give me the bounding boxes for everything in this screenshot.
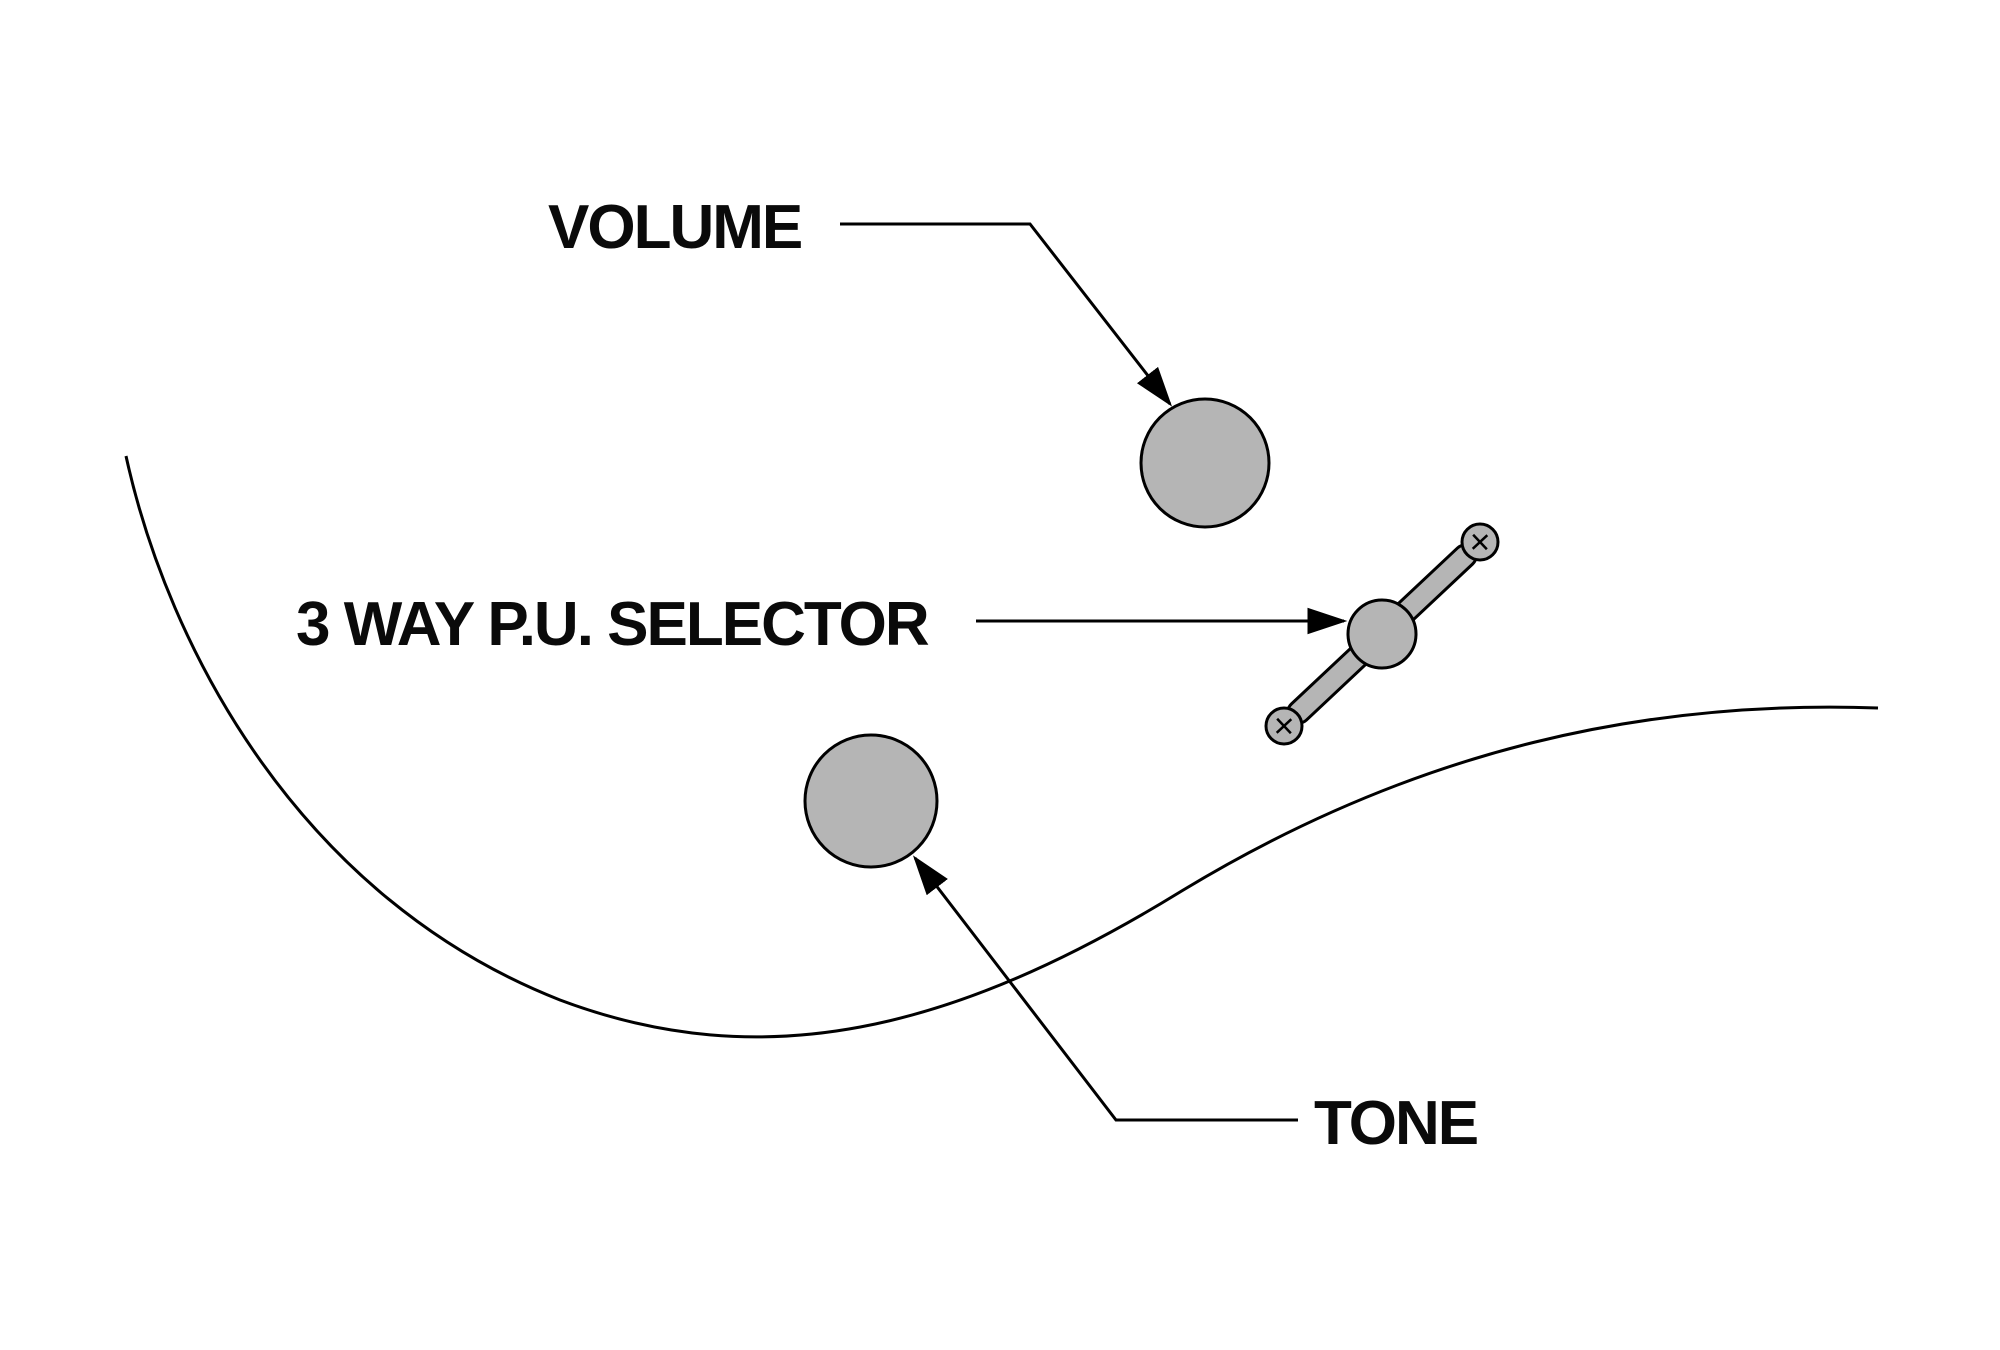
volume-label: VOLUME xyxy=(548,193,801,262)
pickup-selector-switch xyxy=(1264,522,1500,746)
screw-cross-v xyxy=(1472,533,1488,551)
selector-toggle-knob xyxy=(1346,598,1418,670)
tone-arrow xyxy=(912,855,1298,1122)
tone-knob xyxy=(803,733,939,869)
volume-arrow xyxy=(840,222,1173,407)
selector-label: 3 WAY P.U. SELECTOR xyxy=(296,590,929,659)
screw-cross-v xyxy=(1276,717,1292,735)
selector-screw-top xyxy=(1460,522,1500,562)
selector-screw-bottom xyxy=(1264,706,1304,746)
volume-knob xyxy=(1139,397,1271,529)
guitar-body-outline xyxy=(124,455,1879,1039)
tone-label: TONE xyxy=(1314,1089,1477,1158)
